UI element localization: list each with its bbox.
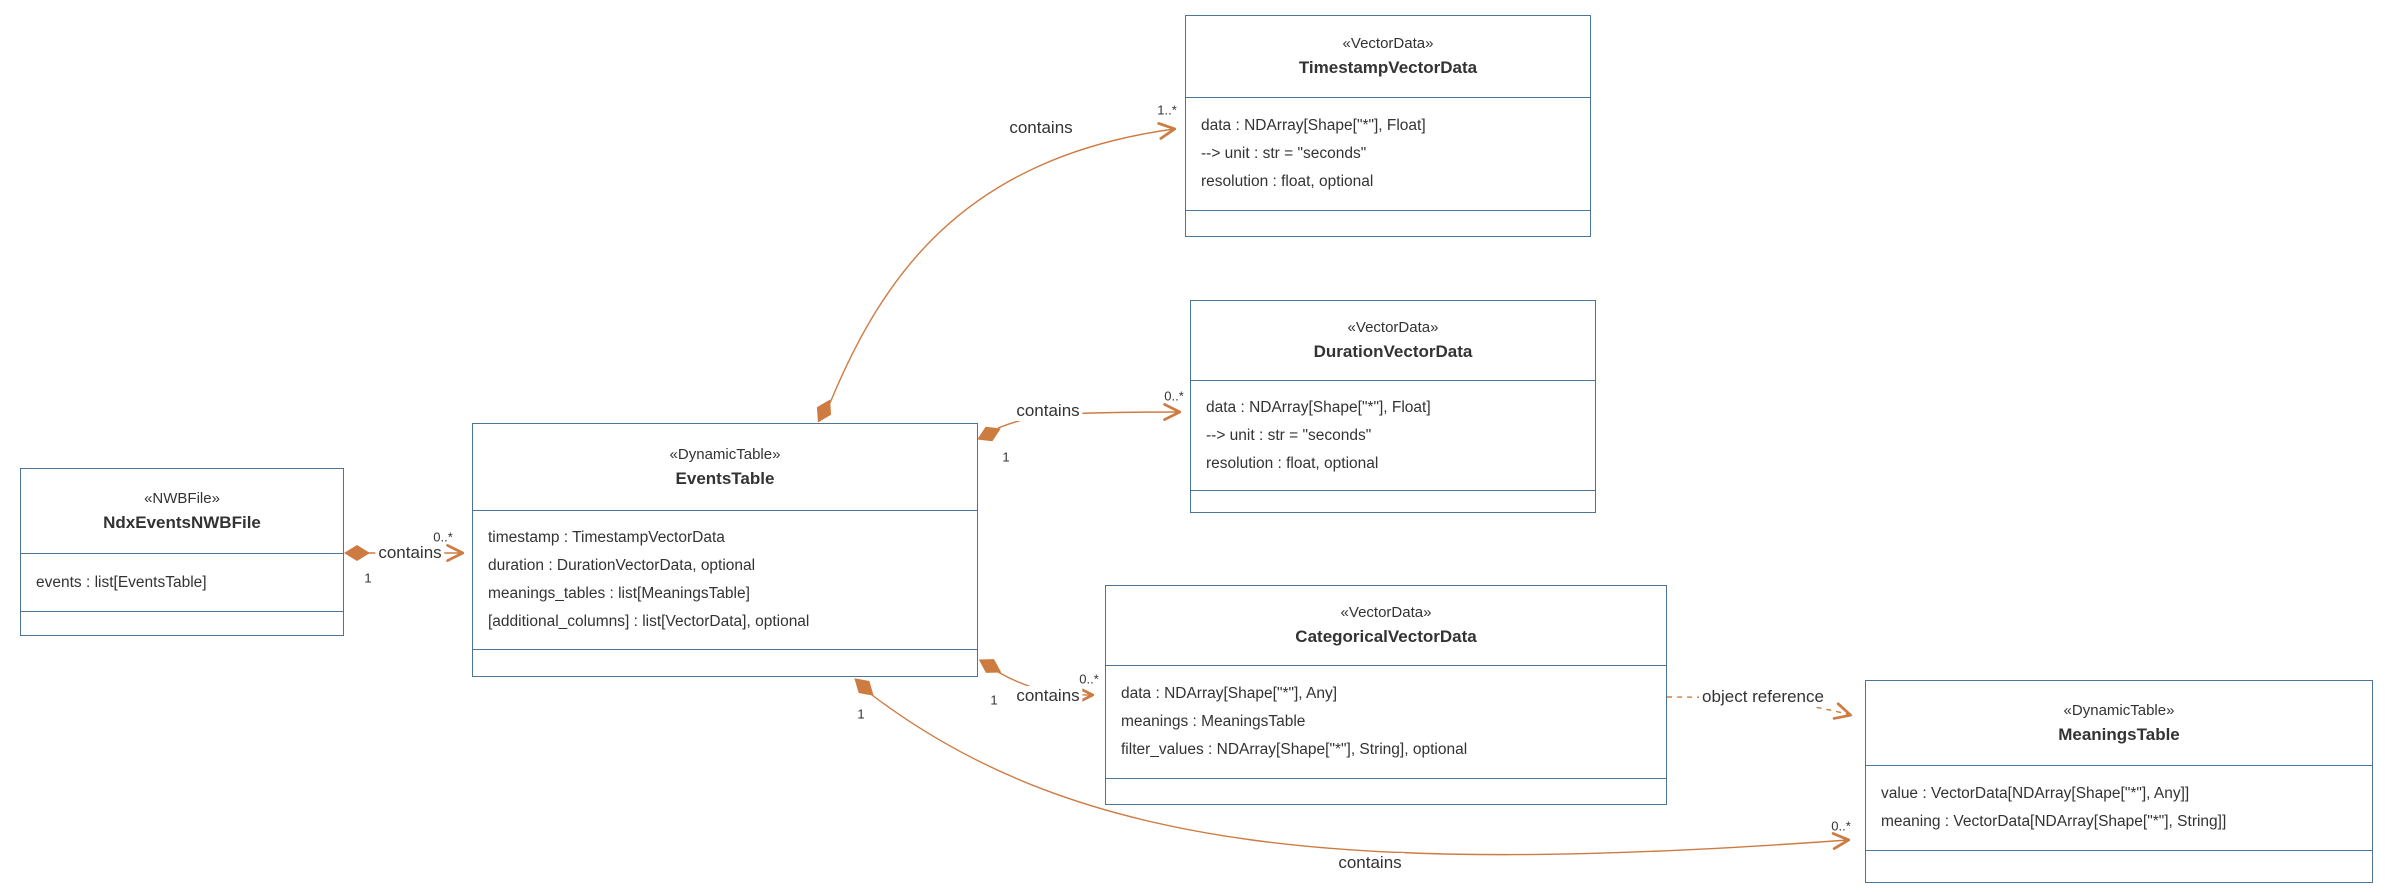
edge-events-contains-timestamp — [829, 122, 1177, 404]
class-name: CategoricalVectorData — [1295, 627, 1477, 646]
attribute: duration : DurationVectorData, optional — [488, 557, 756, 574]
class-title: «DynamicTable» MeaningsTable — [1866, 681, 2372, 765]
multiplicity-label: 1 — [990, 692, 998, 708]
attribute: data : NDArray[Shape["*"], Float] — [1201, 117, 1426, 134]
class-title: «VectorData» DurationVectorData — [1191, 301, 1595, 380]
class-eventstable: «DynamicTable» EventsTable timestamp : T… — [472, 423, 978, 677]
class-attributes: timestamp : TimestampVectorData duration… — [473, 510, 977, 649]
class-stereotype: «NWBFile» — [144, 489, 220, 507]
class-title: «VectorData» TimestampVectorData — [1186, 16, 1590, 97]
multiplicity-label: 0..* — [433, 529, 453, 545]
multiplicity-label: 1 — [1002, 449, 1010, 465]
multiplicity-label: 1 — [857, 706, 865, 722]
class-durationvectordata: «VectorData» DurationVectorData data : N… — [1190, 300, 1596, 513]
edge-events-contains-meanings — [871, 694, 1851, 856]
class-name: MeaningsTable — [2058, 724, 2180, 744]
class-attributes: value : VectorData[NDArray[Shape["*"], A… — [1866, 765, 2372, 850]
attribute: --> unit : str = "seconds" — [1206, 426, 1372, 444]
attribute: events : list[EventsTable] — [36, 573, 207, 591]
class-methods-empty — [1106, 778, 1666, 804]
class-methods-empty — [1866, 850, 2372, 882]
multiplicity-label: 1 — [364, 570, 372, 586]
class-methods-empty — [1191, 490, 1595, 512]
class-methods-empty — [21, 611, 343, 635]
multiplicity-label: 1..* — [1157, 102, 1177, 118]
class-name: NdxEventsNWBFile — [103, 512, 261, 532]
attribute: value : VectorData[NDArray[Shape["*"], A… — [1881, 785, 2190, 802]
edge-label-object-reference: object reference — [1699, 687, 1827, 707]
composition-diamond-events-duration — [977, 426, 1001, 442]
class-name: EventsTable — [675, 468, 775, 488]
class-meaningstable: «DynamicTable» MeaningsTable value : Vec… — [1865, 680, 2373, 883]
class-title: «NWBFile» NdxEventsNWBFile — [21, 469, 343, 553]
class-title: «DynamicTable» EventsTable — [473, 424, 977, 510]
attribute: --> unit : str = "seconds" — [1201, 145, 1367, 162]
class-name: TimestampVectorData — [1298, 58, 1478, 77]
class-categoricalvectordata: «VectorData» CategoricalVectorData data … — [1105, 585, 1667, 805]
class-attributes: data : NDArray[Shape["*"], Float] --> un… — [1191, 380, 1595, 490]
attribute: resolution : float, optional — [1201, 173, 1374, 190]
composition-diamond-events-timestamp — [816, 399, 832, 423]
class-name: DurationVectorData — [1313, 342, 1473, 361]
class-attributes: events : list[EventsTable] — [21, 553, 343, 611]
class-title: «VectorData» CategoricalVectorData — [1106, 586, 1666, 665]
class-methods-empty — [1186, 210, 1590, 236]
class-stereotype: «DynamicTable» — [669, 445, 781, 463]
attribute: meaning : VectorData[NDArray[Shape["*"],… — [1881, 813, 2227, 830]
class-ndxeventsnwbfile: «NWBFile» NdxEventsNWBFile events : list… — [20, 468, 344, 636]
edge-label-contains: contains — [1013, 401, 1083, 421]
attribute: data : NDArray[Shape["*"], Float] — [1206, 398, 1431, 416]
attribute: filter_values : NDArray[Shape["*"], Stri… — [1121, 741, 1468, 758]
class-attributes: data : NDArray[Shape["*"], Any] meanings… — [1106, 665, 1666, 778]
attribute: timestamp : TimestampVectorData — [488, 529, 725, 546]
attribute: meanings : MeaningsTable — [1121, 713, 1306, 730]
multiplicity-label: 0..* — [1164, 388, 1184, 404]
composition-diamond-events-categorical — [978, 659, 1002, 673]
edge-label-contains: contains — [1006, 118, 1076, 138]
class-stereotype: «VectorData» — [1340, 604, 1432, 621]
composition-diamond-events-meanings — [854, 678, 874, 696]
multiplicity-label: 0..* — [1831, 818, 1851, 834]
class-methods-empty — [473, 649, 977, 676]
attribute: resolution : float, optional — [1206, 454, 1379, 472]
multiplicity-label: 0..* — [1079, 671, 1099, 687]
class-stereotype: «VectorData» — [1342, 35, 1434, 52]
attribute: data : NDArray[Shape["*"], Any] — [1121, 685, 1338, 702]
edge-label-contains: contains — [1335, 853, 1405, 873]
class-stereotype: «VectorData» — [1347, 319, 1439, 336]
attribute: meanings_tables : list[MeaningsTable] — [488, 585, 750, 602]
edge-label-contains: contains — [375, 543, 445, 563]
attribute: [additional_columns] : list[VectorData],… — [488, 613, 810, 630]
class-stereotype: «DynamicTable» — [2063, 701, 2175, 719]
class-attributes: data : NDArray[Shape["*"], Float] --> un… — [1186, 97, 1590, 210]
composition-diamond-file-events — [344, 545, 370, 561]
class-timestampvectordata: «VectorData» TimestampVectorData data : … — [1185, 15, 1591, 237]
edge-label-contains: contains — [1013, 686, 1083, 706]
